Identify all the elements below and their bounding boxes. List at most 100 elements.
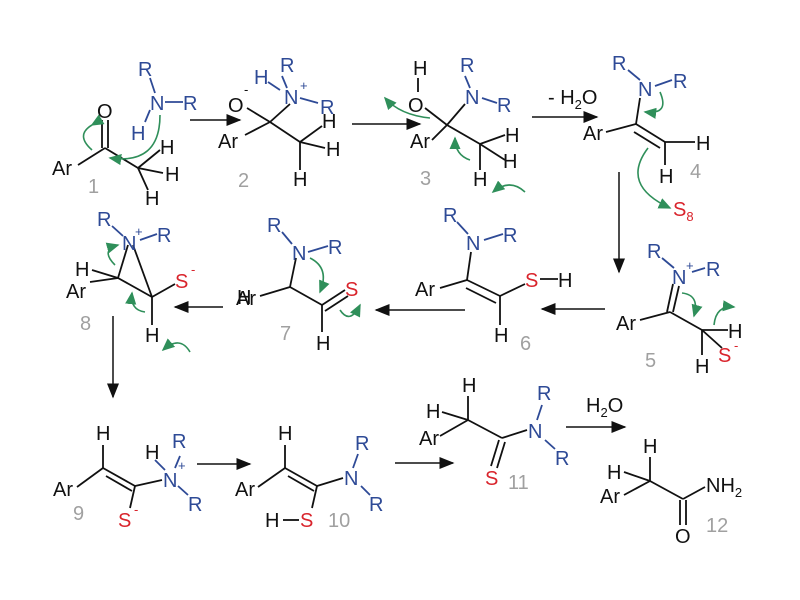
aryl-label: Ar [415, 279, 435, 301]
compound-9: Ar H S - H R N + R 9 [53, 423, 202, 532]
aryl-label: Ar [218, 131, 238, 153]
r-group-label: R [280, 55, 294, 77]
sulfur-reagent: S8 [673, 199, 694, 224]
aryl-label: Ar [236, 288, 256, 310]
aryl-label: Ar [410, 131, 430, 153]
compound-number: 5 [645, 350, 656, 372]
h-label: H [426, 401, 440, 423]
r-group-label: R [555, 448, 569, 470]
nitrogen-label: N [466, 233, 480, 255]
nitrogen-label: N [638, 79, 652, 101]
r-group-label: R [188, 494, 202, 516]
r-group-label: R [328, 237, 342, 259]
sulfur-label: S [718, 345, 731, 367]
nitrogen-label: N [292, 243, 306, 265]
hydrolysis-reagent: H2O [586, 395, 623, 420]
charge-plus: + [686, 258, 694, 273]
nitrogen-label: N [344, 468, 358, 490]
compound-7: H Ar Ar S H R N R 7 [236, 215, 361, 355]
compound-number: 1 [88, 176, 99, 198]
nitrogen-label: N [284, 87, 298, 109]
h-label: H [695, 356, 709, 378]
h-label: H [278, 423, 292, 445]
aryl-label: Ar [616, 313, 636, 335]
electron-arrow [105, 242, 120, 266]
nitrogen-label: N [672, 267, 686, 289]
oxygen-label: O [408, 95, 424, 117]
compound-2: Ar O - H H H R H N + R 2 [218, 55, 340, 192]
h-label: H [254, 67, 268, 89]
r-group-label: R [157, 225, 171, 247]
oxygen-label: O [675, 526, 691, 548]
compound-10: Ar H H S R N R 10 [235, 423, 383, 532]
r-group-label: R [138, 59, 152, 81]
r-group-label: R [172, 431, 186, 453]
sulfur-label: S [525, 270, 538, 292]
compound-number: 7 [280, 323, 291, 345]
oxygen-label: O [228, 95, 244, 117]
sulfur-label: S [118, 510, 131, 532]
charge-plus: + [300, 78, 308, 93]
r-group-label: R [369, 494, 383, 516]
electron-arrow [681, 292, 703, 318]
h-label: H [462, 375, 476, 397]
aryl-label: Ar [600, 486, 620, 508]
r-group-label: R [460, 55, 474, 77]
dehydration-reagent: - H2O [548, 87, 597, 112]
aryl-label: Ar [583, 123, 603, 145]
r-group-label: R [497, 95, 511, 117]
electron-arrow [491, 180, 526, 194]
charge-plus: + [178, 458, 186, 473]
nitrogen-label: N [163, 470, 177, 492]
aryl-label: Ar [52, 158, 72, 180]
r-group-label: R [183, 93, 197, 115]
h-label: H [505, 125, 519, 147]
sulfur-label: S [175, 271, 188, 293]
h-label: H [293, 169, 307, 191]
aryl-label: Ar [53, 479, 73, 501]
compound-number: 3 [420, 168, 431, 190]
h-label: H [96, 423, 110, 445]
electron-arrow [339, 303, 361, 318]
compound-number: 6 [520, 333, 531, 355]
sulfur-label: S [485, 468, 498, 490]
h-label: H [265, 510, 279, 532]
r-group-label: R [267, 215, 281, 237]
electron-arrow [643, 91, 664, 119]
compound-11: Ar H H S R N R 11 [419, 375, 569, 494]
electron-arrow [125, 291, 146, 313]
h-label: H [643, 436, 657, 458]
compound-6: Ar S H H R N R 6 [415, 205, 572, 355]
compound-number: 4 [690, 161, 701, 183]
h-label: H [145, 325, 159, 347]
h-label: H [160, 137, 174, 159]
r-group-label: R [537, 383, 551, 405]
aryl-label: Ar [235, 479, 255, 501]
compound-number: 11 [508, 472, 529, 494]
compound-1: Ar O H H H R N R H 1 [52, 59, 197, 210]
h-label: H [145, 188, 159, 210]
h-label: H [473, 169, 487, 191]
r-group-label: R [503, 225, 517, 247]
h-label: H [659, 166, 673, 188]
charge-minus: - [134, 502, 138, 517]
compound-number: 2 [238, 170, 249, 192]
compound-number: 10 [328, 510, 350, 532]
oxygen-label: O [97, 101, 113, 123]
amine-nh2-label: NH2 [706, 475, 742, 500]
compound-5: Ar H H S - R N + R 5 [616, 241, 742, 378]
nitrogen-label: N [150, 93, 164, 115]
nitrogen-label: N [122, 233, 136, 255]
compound-3: Ar H O H H H R N R 3 [383, 55, 526, 194]
r-group-label: R [706, 259, 720, 281]
h-label: H [696, 133, 710, 155]
nitrogen-label: N [528, 421, 542, 443]
electron-arrow [449, 136, 471, 161]
h-label: H [165, 164, 179, 186]
r-group-label: R [647, 241, 661, 263]
aryl-label: Ar [419, 428, 439, 450]
r-group-label: R [673, 71, 687, 93]
electron-arrow [383, 96, 431, 119]
h-label: H [316, 333, 330, 355]
